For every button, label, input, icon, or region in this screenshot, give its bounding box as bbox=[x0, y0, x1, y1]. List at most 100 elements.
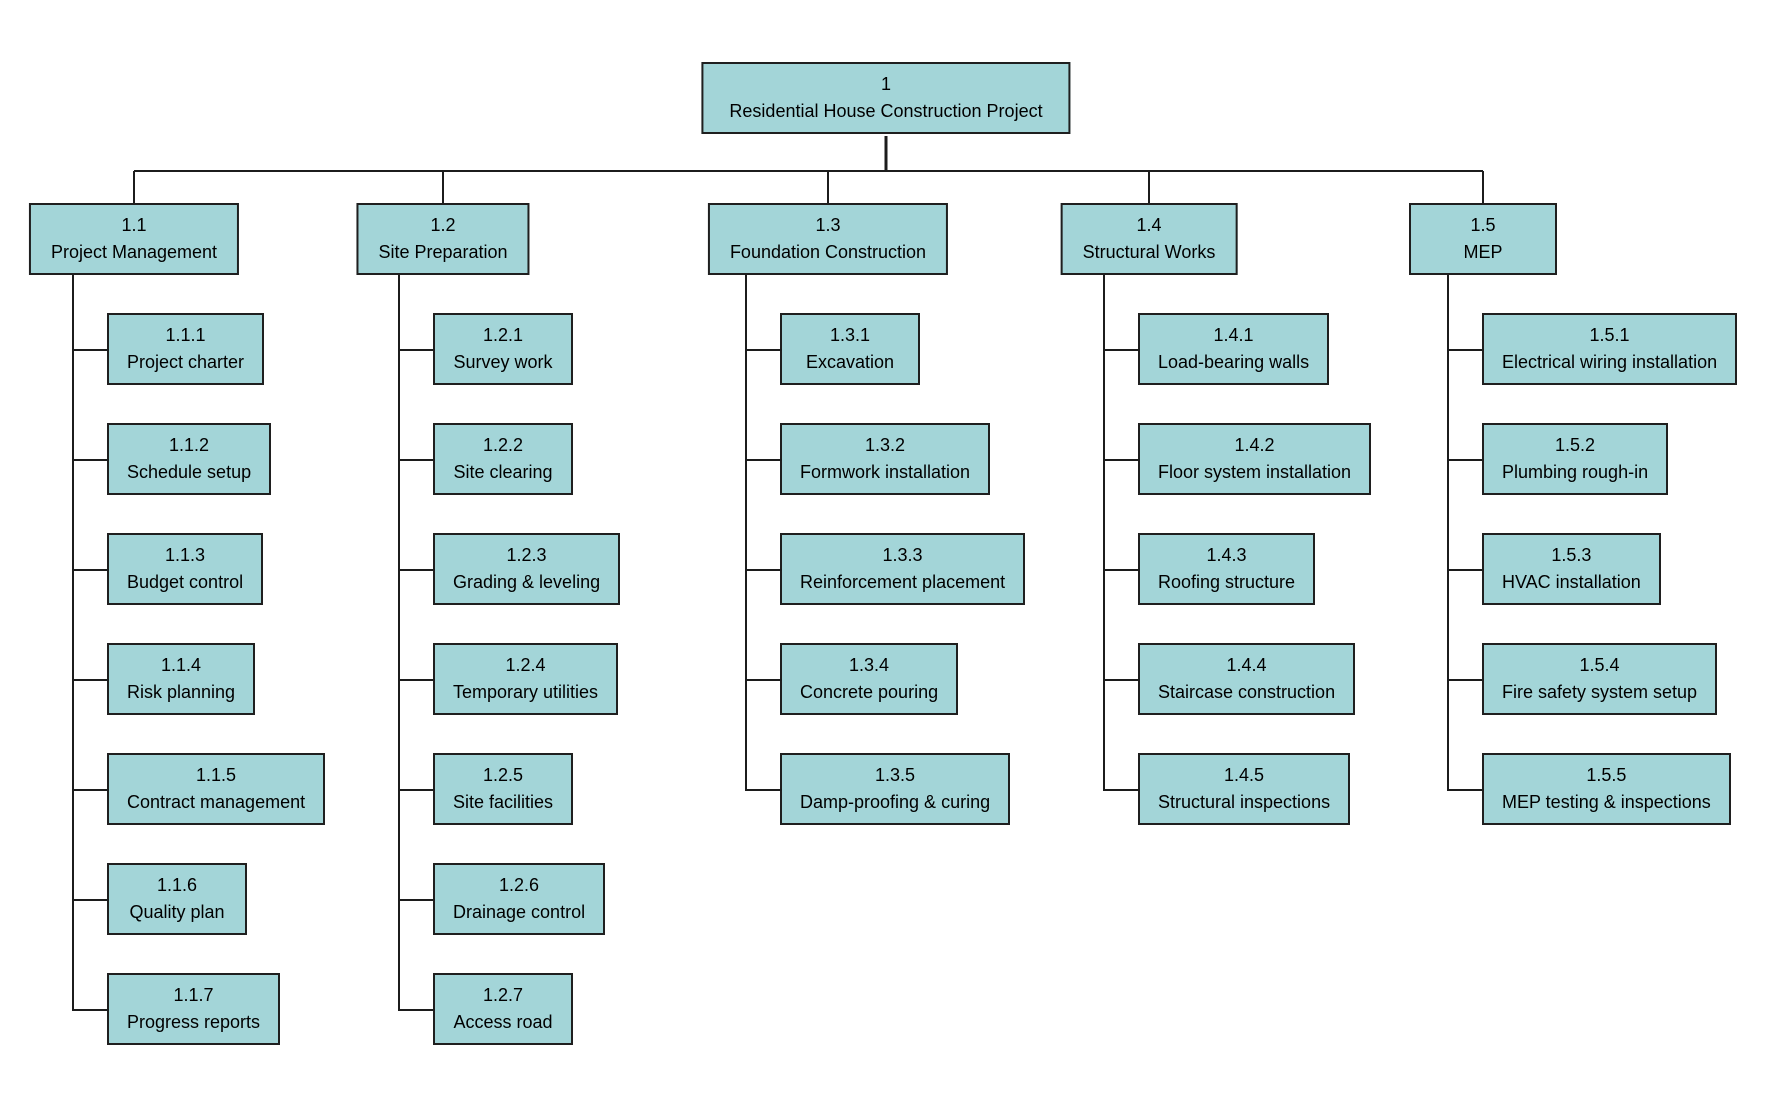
node-code: 1.1.5 bbox=[196, 765, 237, 785]
branch-children-foundation-construction: 1.3.1 Excavation 1.3.2 Formwork installa… bbox=[745, 275, 1026, 825]
wbs-task-node: 1.1.7 Progress reports bbox=[107, 973, 281, 1045]
node-label: Floor system installation bbox=[1158, 462, 1352, 482]
wbs-task-node: 1.5.2 Plumbing rough-in bbox=[1482, 423, 1669, 495]
node-label: Concrete pouring bbox=[800, 682, 939, 702]
wbs-task-node: 1.2.7 Access road bbox=[433, 973, 573, 1045]
node-code: 1 bbox=[880, 74, 891, 94]
node-code: 1.2.4 bbox=[505, 655, 546, 675]
node-label: Budget control bbox=[127, 572, 244, 592]
node-code: 1.1 bbox=[121, 215, 147, 235]
wbs-task-node: 1.5.1 Electrical wiring installation bbox=[1482, 313, 1738, 385]
node-code: 1.2.2 bbox=[482, 435, 524, 455]
node-code: 1.3.3 bbox=[882, 545, 923, 565]
wbs-task-item: 1.1.2 Schedule setup bbox=[72, 385, 325, 495]
node-label: Access road bbox=[453, 1012, 553, 1032]
wbs-task-node: 1.3.4 Concrete pouring bbox=[780, 643, 959, 715]
wbs-task-item: 1.4.2 Floor system installation bbox=[1103, 385, 1372, 495]
node-label: Staircase construction bbox=[1158, 682, 1336, 702]
branch-children-site-preparation: 1.2.1 Survey work 1.2.2 Site clearing 1.… bbox=[398, 275, 621, 1045]
node-code: 1.1.2 bbox=[169, 435, 210, 455]
wbs-task-node: 1.2.2 Site clearing bbox=[433, 423, 573, 495]
wbs-task-item: 1.2.6 Drainage control bbox=[398, 825, 620, 935]
node-code: 1.4.2 bbox=[1234, 435, 1275, 455]
node-label: Project charter bbox=[127, 352, 245, 372]
node-label: Site Preparation bbox=[378, 242, 508, 262]
wbs-task-item: 1.5.5 MEP testing & inspections bbox=[1447, 715, 1737, 825]
node-code: 1.5.2 bbox=[1555, 435, 1596, 455]
branch-children-project-management: 1.1.1 Project charter 1.1.2 Schedule set… bbox=[72, 275, 326, 1045]
node-label: Reinforcement placement bbox=[800, 572, 1006, 592]
wbs-task-node: 1.2.6 Drainage control bbox=[433, 863, 606, 935]
node-code: 1.2.3 bbox=[506, 545, 547, 565]
wbs-task-node: 1.2.3 Grading & leveling bbox=[433, 533, 621, 605]
wbs-branch-node-mep: 1.5 MEP bbox=[1409, 203, 1557, 275]
wbs-task-item: 1.2.2 Site clearing bbox=[398, 385, 620, 495]
wbs-task-node: 1.4.5 Structural inspections bbox=[1138, 753, 1351, 825]
wbs-task-node: 1.1.6 Quality plan bbox=[107, 863, 247, 935]
node-code: 1.3.1 bbox=[829, 325, 871, 345]
wbs-branch-node-site-preparation: 1.2 Site Preparation bbox=[356, 203, 530, 275]
wbs-task-item: 1.1.3 Budget control bbox=[72, 495, 325, 605]
node-code: 1.5.5 bbox=[1586, 765, 1627, 785]
node-label: Fire safety system setup bbox=[1502, 682, 1698, 702]
node-code: 1.5.1 bbox=[1589, 325, 1630, 345]
node-label: Contract management bbox=[127, 792, 306, 812]
node-label: Plumbing rough-in bbox=[1502, 462, 1649, 482]
wbs-root-node: 1 Residential House Construction Project bbox=[701, 62, 1071, 134]
node-label: Formwork installation bbox=[800, 462, 971, 482]
wbs-task-item: 1.3.5 Damp-proofing & curing bbox=[745, 715, 1025, 825]
wbs-branch-node-foundation-construction: 1.3 Foundation Construction bbox=[707, 203, 949, 275]
wbs-task-item: 1.1.4 Risk planning bbox=[72, 605, 325, 715]
branch-children-structural-works: 1.4.1 Load-bearing walls 1.4.2 Floor sys… bbox=[1103, 275, 1372, 825]
wbs-task-item: 1.2.4 Temporary utilities bbox=[398, 605, 620, 715]
wbs-task-item: 1.2.3 Grading & leveling bbox=[398, 495, 621, 605]
wbs-task-item: 1.4.4 Staircase construction bbox=[1103, 605, 1371, 715]
wbs-task-node: 1.3.5 Damp-proofing & curing bbox=[780, 753, 1011, 825]
wbs-task-item: 1.4.1 Load-bearing walls bbox=[1103, 275, 1371, 385]
node-code: 1.3 bbox=[815, 215, 841, 235]
wbs-task-node: 1.5.4 Fire safety system setup bbox=[1482, 643, 1718, 715]
node-code: 1.4.1 bbox=[1213, 325, 1254, 345]
wbs-task-item: 1.3.2 Formwork installation bbox=[745, 385, 1025, 495]
wbs-task-item: 1.2.1 Survey work bbox=[398, 275, 620, 385]
wbs-task-node: 1.1.4 Risk planning bbox=[107, 643, 256, 715]
node-label: Survey work bbox=[453, 352, 553, 372]
node-code: 1.2.6 bbox=[499, 875, 540, 895]
node-label: Risk planning bbox=[127, 682, 236, 702]
node-code: 1.2 bbox=[430, 215, 456, 235]
node-label: Site clearing bbox=[453, 462, 553, 482]
node-label: Structural inspections bbox=[1158, 792, 1331, 812]
wbs-task-item: 1.4.3 Roofing structure bbox=[1103, 495, 1371, 605]
node-code: 1.1.7 bbox=[173, 985, 214, 1005]
node-code: 1.3.4 bbox=[849, 655, 890, 675]
node-label: Damp-proofing & curing bbox=[800, 792, 991, 812]
node-label: HVAC installation bbox=[1502, 572, 1641, 592]
wbs-task-item: 1.4.5 Structural inspections bbox=[1103, 715, 1371, 825]
wbs-task-item: 1.5.4 Fire safety system setup bbox=[1447, 605, 1737, 715]
wbs-task-item: 1.1.1 Project charter bbox=[72, 275, 325, 385]
wbs-task-item: 1.3.1 Excavation bbox=[745, 275, 1025, 385]
node-label: Load-bearing walls bbox=[1158, 352, 1310, 372]
wbs-task-item: 1.2.5 Site facilities bbox=[398, 715, 620, 825]
wbs-task-node: 1.1.5 Contract management bbox=[107, 753, 326, 825]
wbs-task-item: 1.5.3 HVAC installation bbox=[1447, 495, 1737, 605]
wbs-task-item: 1.5.2 Plumbing rough-in bbox=[1447, 385, 1737, 495]
wbs-task-node: 1.1.3 Budget control bbox=[107, 533, 264, 605]
node-label: Site facilities bbox=[453, 792, 554, 812]
wbs-task-node: 1.2.5 Site facilities bbox=[433, 753, 574, 825]
node-label: Grading & leveling bbox=[453, 572, 601, 592]
node-code: 1.4.4 bbox=[1226, 655, 1267, 675]
node-code: 1.1.3 bbox=[165, 545, 206, 565]
node-code: 1.2.5 bbox=[483, 765, 524, 785]
wbs-task-node: 1.3.1 Excavation bbox=[780, 313, 920, 385]
node-code: 1.1.1 bbox=[165, 325, 206, 345]
node-code: 1.5.4 bbox=[1579, 655, 1620, 675]
node-code: 1.3.5 bbox=[875, 765, 916, 785]
wbs-task-item: 1.3.4 Concrete pouring bbox=[745, 605, 1025, 715]
wbs-task-node: 1.3.3 Reinforcement placement bbox=[780, 533, 1026, 605]
branch-children-mep: 1.5.1 Electrical wiring installation 1.5… bbox=[1447, 275, 1738, 825]
wbs-task-item: 1.1.5 Contract management bbox=[72, 715, 326, 825]
node-code: 1.3.2 bbox=[865, 435, 906, 455]
wbs-task-node: 1.5.5 MEP testing & inspections bbox=[1482, 753, 1731, 825]
wbs-task-node: 1.4.2 Floor system installation bbox=[1138, 423, 1372, 495]
